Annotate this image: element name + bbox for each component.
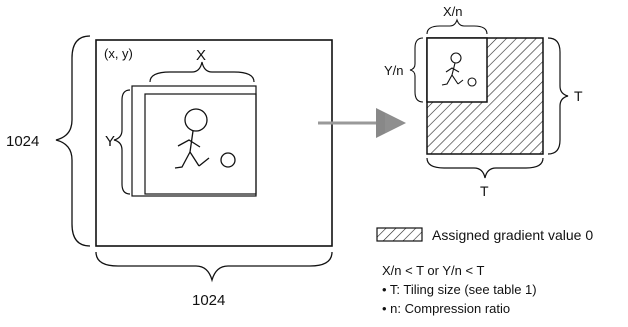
y-brace bbox=[113, 89, 131, 195]
outer-frame bbox=[95, 39, 333, 247]
tile-height-label: T bbox=[574, 88, 583, 104]
arrow-head-icon bbox=[385, 113, 405, 133]
crop-width-label: X/n bbox=[443, 4, 463, 19]
crop-height-brace bbox=[409, 37, 424, 103]
outer-width-brace bbox=[95, 251, 333, 283]
stick-figure-left bbox=[174, 108, 236, 169]
crop-height-label: Y/n bbox=[384, 63, 404, 78]
stick-figure-right bbox=[441, 52, 477, 87]
tile-width-label: T bbox=[480, 183, 489, 199]
width-label: X bbox=[196, 47, 206, 64]
legend-hatch-swatch bbox=[376, 227, 423, 242]
outer-height-brace bbox=[55, 35, 91, 247]
tile-width-brace bbox=[426, 157, 544, 179]
region-box bbox=[131, 85, 257, 197]
crop-box bbox=[426, 37, 488, 103]
outer-width-label: 1024 bbox=[192, 292, 225, 309]
origin-label: (x, y) bbox=[104, 46, 133, 61]
note-tiling-size: • T: Tiling size (see table 1) bbox=[382, 282, 537, 297]
region-box-inner bbox=[144, 93, 257, 195]
outer-height-label: 1024 bbox=[6, 133, 39, 150]
crop-width-brace bbox=[426, 18, 488, 35]
condition-text: X/n < T or Y/n < T bbox=[382, 263, 484, 278]
legend-hatch-label: Assigned gradient value 0 bbox=[432, 227, 593, 243]
note-compression-ratio: • n: Compression ratio bbox=[382, 301, 510, 316]
x-brace bbox=[149, 61, 255, 83]
height-label: Y bbox=[105, 133, 115, 150]
tile-height-brace bbox=[547, 37, 569, 155]
